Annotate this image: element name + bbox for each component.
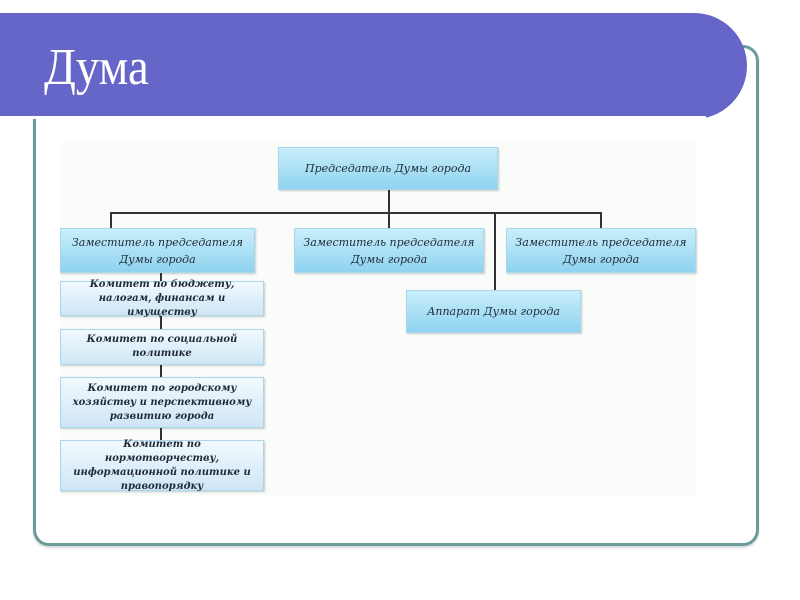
committee-label: Комитет по социальной политике <box>86 334 238 359</box>
committee-box: Комитет по городскому хозяйству и перспе… <box>60 377 264 428</box>
committee-box: Комитет по нормотворчеству, информационн… <box>60 438 264 492</box>
chairman-box: Председатель Думы города <box>278 147 498 190</box>
connector-horizontal <box>110 212 601 214</box>
connector-chairman-down <box>388 188 390 213</box>
org-chart: Председатель Думы города Заместитель пре… <box>60 142 696 496</box>
title-underline <box>0 116 706 119</box>
connector-committee-4 <box>160 427 162 441</box>
apparatus-box: Аппарат Думы города <box>406 290 581 333</box>
deputy-box: Заместитель председателя Думы города <box>294 228 484 273</box>
committee-box: Комитет по социальной политике <box>60 329 264 365</box>
connector-deputy-1 <box>110 212 112 229</box>
deputy-box: Заместитель председателя Думы города <box>506 228 696 273</box>
deputy-label: Заместитель председателя Думы города <box>515 235 687 266</box>
chairman-label: Председатель Думы города <box>304 162 472 175</box>
connector-deputy-3 <box>600 212 602 229</box>
apparatus-label: Аппарат Думы города <box>427 305 560 318</box>
connector-committee-3 <box>160 364 162 378</box>
committee-label: Комитет по бюджету, налогам, финансам и … <box>89 278 235 318</box>
connector-deputy-2 <box>388 212 390 229</box>
committee-label: Комитет по городскому хозяйству и перспе… <box>72 382 252 422</box>
deputy-label: Заместитель председателя Думы города <box>303 235 475 266</box>
title-bar <box>0 13 747 119</box>
deputy-label: Заместитель председателя Думы города <box>71 235 244 266</box>
committee-box: Комитет по бюджету, налогам, финансам и … <box>60 279 264 318</box>
connector-apparatus <box>494 212 496 290</box>
committee-label: Комитет по нормотворчеству, информационн… <box>73 438 251 492</box>
connector-committee-2 <box>160 315 162 329</box>
slide-title: Дума <box>44 39 149 96</box>
deputy-box: Заместитель председателя Думы города <box>60 228 255 273</box>
